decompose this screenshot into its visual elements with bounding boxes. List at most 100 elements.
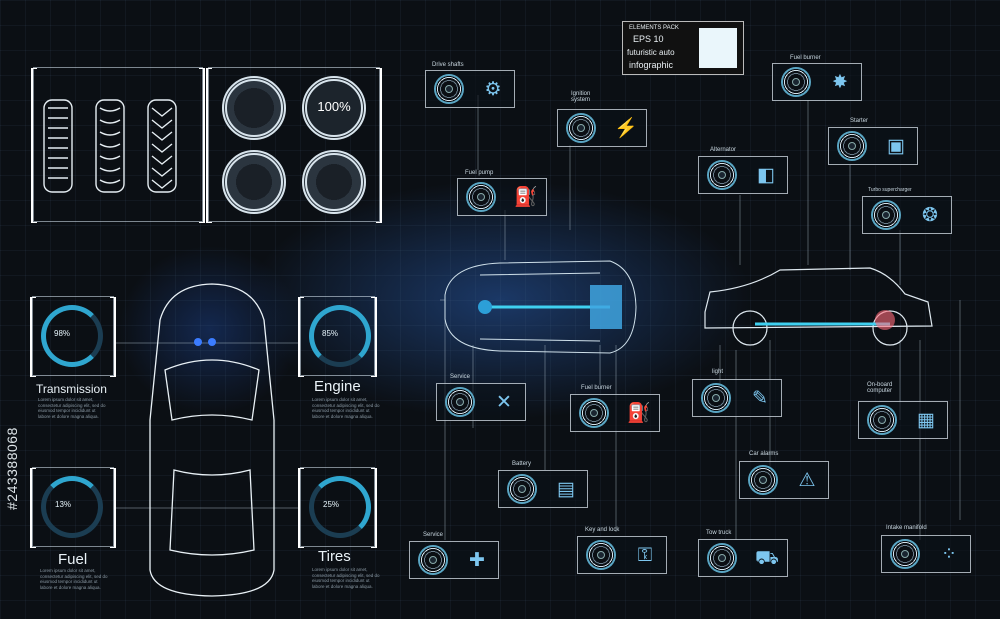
dial-icon: [466, 182, 496, 212]
fuel-pump-label: Fuel pump: [465, 170, 494, 176]
dial-icon: [579, 398, 609, 428]
drive-shafts-label: Drive shafts: [432, 62, 464, 68]
elements-pack-badge: ELEMENTS PACK EPS 10 futuristic auto inf…: [622, 21, 744, 75]
fuel-burner-mid-module: ⛽: [570, 394, 660, 432]
dial-icon: [781, 67, 811, 97]
battery-label: Battery: [512, 461, 532, 467]
onboard-computer-label: On-board computer: [867, 382, 893, 394]
engine-title: Engine: [314, 378, 361, 395]
service-label-1: Service: [450, 374, 471, 380]
engine-description: Lorem ipsum dolor sit amet, consectetur …: [312, 397, 380, 419]
ignition-system-module: ⚡: [557, 109, 647, 147]
gauge-cluster-panel: 100%: [206, 67, 382, 223]
dial-icon: [586, 540, 616, 570]
service-label-2: Service: [423, 532, 444, 538]
chip-icon: ▦: [917, 410, 935, 431]
manifold-icon: ⁘: [941, 544, 957, 565]
car-alarms-label: Car alarms: [749, 451, 779, 457]
fuel-pump-icon: ⛽: [514, 187, 538, 208]
engine-percent: 85%: [322, 329, 339, 338]
drive-shafts-module: ⚙: [425, 70, 515, 108]
dial-icon: [707, 543, 737, 573]
key-and-lock-label: Key and lock: [585, 527, 620, 533]
badge-line1: ELEMENTS PACK: [629, 25, 679, 31]
badge-line2: EPS 10: [633, 34, 664, 44]
alternator-label: Alternator: [710, 147, 737, 153]
turbo-icon: ❂: [922, 205, 938, 226]
dial-icon: [890, 539, 920, 569]
wrench-screwdriver-icon: ✕: [496, 392, 512, 413]
fuel-burner-mid-label: Fuel burner: [581, 385, 612, 391]
fuel-pump-module: ⛽: [457, 178, 547, 216]
tire-tread-icon: [43, 99, 177, 193]
ignition-system-label: Ignition system: [571, 91, 591, 103]
dial-icon: [701, 383, 731, 413]
fuel-station-icon: ⛽: [627, 403, 651, 424]
transmission-percent: 98%: [54, 329, 71, 338]
percent-gauge: 100%: [302, 76, 366, 140]
intake-manifold-label: Intake manifold: [886, 525, 927, 531]
tires-description: Lorem ipsum dolor sit amet, consectetur …: [312, 567, 380, 589]
alternator-icon: ◧: [757, 165, 775, 186]
intake-manifold-module: ⁘: [881, 535, 971, 573]
light-label: light: [712, 369, 724, 375]
starter-motor-icon: ▣: [887, 136, 905, 157]
turbo-supercharger-module: ❂: [862, 196, 952, 234]
starter-label: Starter: [850, 118, 869, 124]
alternator-module: ◧: [698, 156, 788, 194]
tires-title: Tires: [318, 548, 351, 565]
battery-icon: ▤: [557, 479, 575, 500]
engine-ring: [309, 305, 371, 367]
fuel-percent: 13%: [55, 500, 72, 509]
fuel-burner-top-module: ✸: [772, 63, 862, 101]
dial-icon: [871, 200, 901, 230]
key-fob-icon: ⚿: [637, 545, 653, 566]
car-cutaway-top-icon: [444, 260, 637, 354]
service-module-2: ✚: [409, 541, 499, 579]
battery-module: ▤: [498, 470, 588, 508]
speedometer-gauge: [222, 76, 286, 140]
onboard-computer-module: ▦: [858, 401, 948, 439]
fuel-panel: 13%: [30, 467, 116, 548]
fuel-ring: [41, 476, 103, 538]
transmission-panel: 98%: [30, 296, 116, 377]
fuel-gauge: [302, 150, 366, 214]
key-and-lock-module: ⚿: [577, 536, 667, 574]
fuel-title: Fuel: [58, 551, 88, 568]
transmission-title: Transmission: [36, 382, 107, 396]
dial-icon: [434, 74, 464, 104]
gauge-readout: 100%: [317, 99, 351, 114]
tow-truck-icon: ⛟: [755, 548, 779, 569]
badge-line4: infographic: [629, 60, 674, 70]
transmission-ring: [41, 305, 103, 367]
tow-truck-label: Tow truck: [706, 530, 732, 536]
badge-line3: futuristic auto: [627, 48, 675, 57]
bulb-icon: ✎: [752, 388, 768, 409]
compass-logo-icon: [699, 28, 737, 68]
dial-icon: [837, 131, 867, 161]
car-alarm-icon: ⚠: [798, 470, 816, 491]
dial-icon: [707, 160, 737, 190]
tires-percent: 25%: [323, 500, 340, 509]
tire-tread-panel: [31, 67, 205, 223]
spray-gun-icon: ✚: [469, 550, 485, 571]
light-module: ✎: [692, 379, 782, 417]
stock-id-watermark: #243388068: [4, 427, 20, 510]
tires-ring: [309, 476, 371, 538]
dial-icon: [748, 465, 778, 495]
starter-module: ▣: [828, 127, 918, 165]
service-module-1: ✕: [436, 383, 526, 421]
spark-plug-icon: ⚡: [614, 118, 638, 139]
transmission-description: Lorem ipsum dolor sit amet, consectetur …: [38, 397, 106, 419]
fuel-burner-icon: ✸: [832, 72, 848, 93]
dial-icon: [418, 545, 448, 575]
drive-shaft-icon: ⚙: [484, 79, 502, 100]
dial-icon: [445, 387, 475, 417]
car-alarms-module: ⚠: [739, 461, 829, 499]
turbo-supercharger-label: Turbo supercharger: [868, 187, 912, 193]
tachometer-gauge: [222, 150, 286, 214]
engine-panel: 85%: [298, 296, 377, 377]
dial-icon: [867, 405, 897, 435]
car-top-view-icon: [149, 283, 275, 597]
dial-icon: [507, 474, 537, 504]
